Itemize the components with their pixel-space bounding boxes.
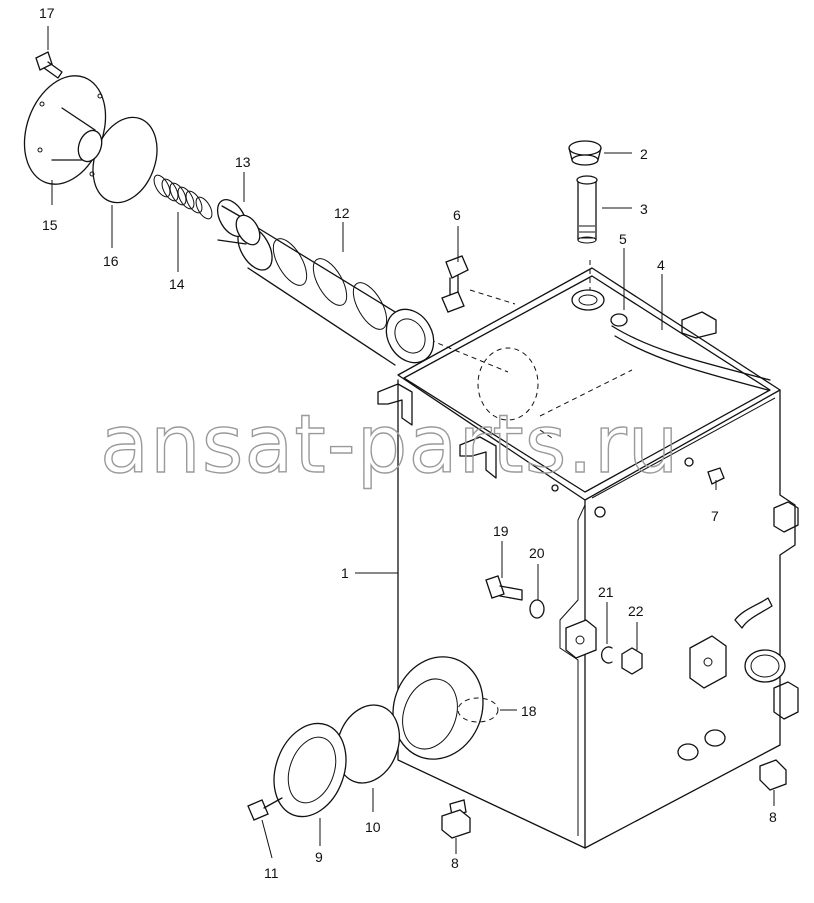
callout-4: 4	[657, 257, 665, 273]
callout-22: 22	[628, 603, 644, 619]
hydraulic-tank	[377, 267, 799, 849]
outlet-port	[392, 656, 499, 760]
filter-cap	[216, 199, 261, 246]
cover-bolt	[35, 51, 63, 79]
callout-3: 3	[640, 201, 648, 217]
callout-9: 9	[315, 849, 323, 865]
callout-7: 7	[711, 508, 719, 524]
callout-13: 13	[235, 154, 251, 170]
filter-element	[237, 225, 435, 366]
callout-labels: 1 2 3 4 5 6 7 8 8 9 10 11 12 13 14 15 16…	[39, 5, 777, 881]
level-gauge	[441, 255, 469, 313]
washer-20	[529, 599, 545, 619]
leader-lines	[47, 26, 775, 859]
callout-8b: 8	[451, 855, 459, 871]
filter-cover	[23, 75, 107, 185]
filler-neck	[571, 289, 605, 311]
callout-11: 11	[264, 865, 279, 881]
outlet-gasket	[336, 704, 400, 784]
callout-19: 19	[493, 523, 509, 539]
callout-18: 18	[521, 703, 537, 719]
spring	[153, 174, 213, 220]
strainer	[576, 175, 598, 244]
ring-21	[601, 646, 613, 664]
hose-clamp	[610, 313, 628, 327]
outlet-cover	[273, 722, 347, 818]
breather-cap	[568, 140, 602, 166]
callout-21: 21	[598, 584, 614, 600]
watermark-text: ansat-parts.ru	[100, 398, 679, 491]
bolt-7	[707, 467, 725, 485]
callout-10: 10	[365, 819, 381, 835]
drain-plug-right	[759, 759, 787, 791]
bolt-19	[485, 575, 523, 601]
callout-12: 12	[334, 205, 350, 221]
callout-6: 6	[453, 207, 461, 223]
callout-14: 14	[169, 276, 185, 292]
callout-17: 17	[39, 5, 55, 21]
bolt-11	[247, 797, 283, 821]
callout-16: 16	[103, 253, 119, 269]
callout-5: 5	[619, 231, 627, 247]
callout-15: 15	[42, 217, 58, 233]
callout-8a: 8	[769, 809, 777, 825]
callout-2: 2	[640, 146, 648, 162]
nut-22	[621, 647, 643, 675]
callout-1: 1	[341, 565, 349, 581]
internal-filter-outline	[429, 260, 633, 441]
drain-plug-bottom	[441, 799, 471, 839]
callout-20: 20	[529, 545, 545, 561]
